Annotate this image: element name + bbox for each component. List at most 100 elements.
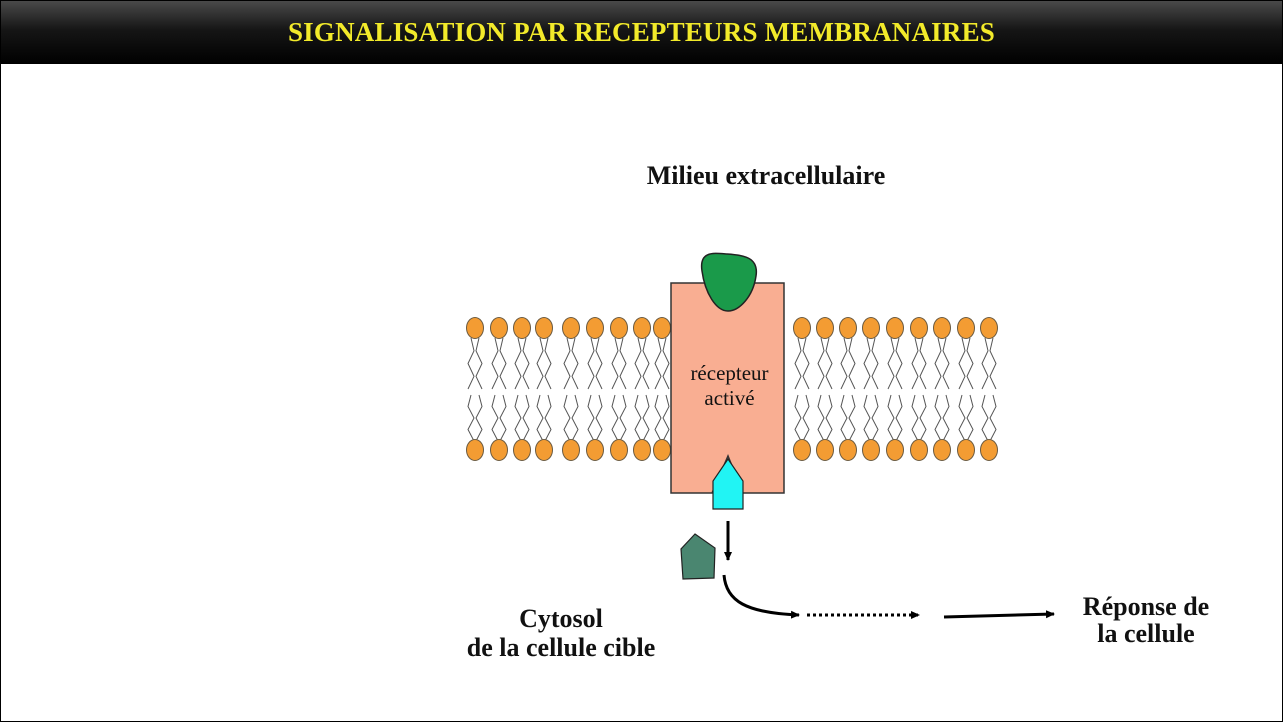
lipid-tail: [966, 337, 974, 390]
lipid-tail: [989, 394, 997, 442]
title-bar: SIGNALISATION PAR RECEPTEURS MEMBRANAIRE…: [1, 1, 1282, 64]
cytosol-label-line1: Cytosol: [519, 604, 603, 633]
lipid-tail: [587, 337, 595, 390]
phospholipid-head: [610, 317, 628, 339]
relay-protein: [680, 533, 716, 580]
lipid-tail: [563, 394, 571, 442]
lipid-tail: [491, 394, 499, 442]
receptor-label: récepteur activé: [667, 361, 792, 411]
phospholipid-head: [933, 317, 951, 339]
phospholipid-head: [633, 439, 651, 461]
lipid-tail: [491, 337, 499, 390]
lipid-tail: [499, 394, 507, 442]
lipid-tail: [895, 394, 903, 442]
lipid-tail: [958, 394, 966, 442]
phospholipid-head: [586, 317, 604, 339]
lipid-tail: [934, 394, 942, 442]
lipid-tail: [887, 337, 895, 390]
lipid-tail: [802, 337, 810, 390]
lipid-tail: [634, 394, 642, 442]
extracellular-label: Milieu extracellulaire: [646, 161, 886, 190]
lipid-tail: [895, 337, 903, 390]
phospholipid-head: [513, 439, 531, 461]
lipid-tail: [514, 337, 522, 390]
lipid-tail: [848, 394, 856, 442]
lipid-tail: [654, 337, 662, 390]
lipid-tail: [981, 337, 989, 390]
lipid-tail: [863, 337, 871, 390]
lipid-tail: [817, 337, 825, 390]
receptor-label-line2: activé: [704, 386, 755, 411]
lipid-tail: [611, 394, 619, 442]
lipid-tail: [840, 394, 848, 442]
lipid-tail: [595, 394, 603, 442]
phospholipid-head: [793, 439, 811, 461]
lipid-tail: [825, 337, 833, 390]
lipid-tail: [919, 337, 927, 390]
ligand: [700, 252, 758, 312]
lipid-tail: [563, 337, 571, 390]
phospholipid-head: [793, 317, 811, 339]
lipid-bilayer: [466, 317, 998, 461]
phospholipid-head: [980, 439, 998, 461]
activated-site: [712, 457, 744, 510]
phospholipid-head: [862, 439, 880, 461]
lipid-tail: [802, 394, 810, 442]
phospholipid-head: [653, 439, 671, 461]
lipid-tail: [654, 394, 662, 442]
lipid-tail: [871, 337, 879, 390]
lipid-tail: [825, 394, 833, 442]
response-arrow: [943, 610, 1055, 619]
lipid-tail: [536, 337, 544, 390]
lipid-tail: [662, 394, 670, 442]
phospholipid-head: [513, 317, 531, 339]
phospholipid-head: [586, 439, 604, 461]
phospholipid-head: [466, 317, 484, 339]
lipid-tail: [989, 337, 997, 390]
phospholipid-head: [957, 317, 975, 339]
phospholipid-head: [816, 317, 834, 339]
lipid-tail: [794, 337, 802, 390]
phospholipid-head: [653, 317, 671, 339]
lipid-tail: [467, 394, 475, 442]
signal-curve-arrow: [722, 574, 800, 619]
lipid-tail: [475, 337, 483, 390]
phospholipid-head: [562, 439, 580, 461]
cytosol-label-line2: de la cellule cible: [466, 633, 656, 663]
lipid-tail: [840, 337, 848, 390]
lipid-tail: [863, 394, 871, 442]
lipid-tail: [981, 394, 989, 442]
phospholipid-head: [886, 439, 904, 461]
lipid-tail: [942, 337, 950, 390]
lipid-tail: [522, 394, 530, 442]
phospholipid-head: [633, 317, 651, 339]
lipid-tail: [934, 337, 942, 390]
phospholipid-head: [816, 439, 834, 461]
lipid-tail: [919, 394, 927, 442]
lipid-tail: [642, 394, 650, 442]
lipid-tail: [514, 394, 522, 442]
phospholipid-head: [910, 439, 928, 461]
phospholipid-head: [562, 317, 580, 339]
phospholipid-head: [910, 317, 928, 339]
response-label: Réponse de la cellule: [1041, 593, 1251, 648]
response-label-line2: la cellule: [1097, 618, 1195, 648]
lipid-tail: [499, 337, 507, 390]
phospholipid-head: [957, 439, 975, 461]
lipid-tail: [522, 337, 530, 390]
phospholipid-head: [839, 439, 857, 461]
phospholipid-head: [886, 317, 904, 339]
slide-title: SIGNALISATION PAR RECEPTEURS MEMBRANAIRE…: [287, 17, 996, 47]
phospholipid-head: [862, 317, 880, 339]
lipid-tail: [662, 337, 670, 390]
lipid-tail: [544, 337, 552, 390]
lipid-tail: [536, 394, 544, 442]
cytosol-label: Cytosol de la cellule cible: [411, 604, 711, 662]
lipid-tail: [611, 337, 619, 390]
lipid-tail: [619, 394, 627, 442]
receptor-label-line1: récepteur: [690, 361, 769, 385]
phospholipid-head: [535, 317, 553, 339]
lipid-tail: [467, 337, 475, 390]
lipid-tail: [942, 394, 950, 442]
